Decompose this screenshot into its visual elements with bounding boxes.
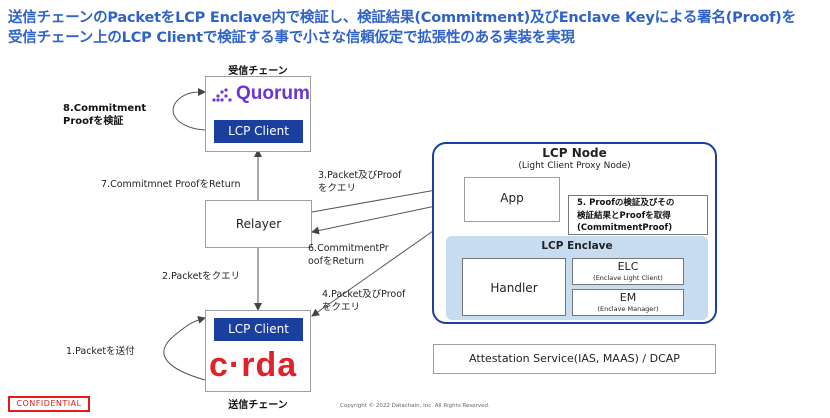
step8-label: 8.Commitment Proofを検証 bbox=[63, 103, 147, 127]
relayer-box: Relayer bbox=[205, 200, 312, 248]
em-sublabel: (Enclave Manager) bbox=[597, 305, 659, 313]
elc-label: ELC bbox=[617, 260, 639, 273]
send-chain-box: LCP Client c·rda bbox=[205, 310, 311, 392]
corda-logo: c·rda bbox=[209, 346, 298, 384]
step1-label: 1.Packetを送付 bbox=[66, 346, 135, 357]
elc-sublabel: (Enclave Light Client) bbox=[593, 274, 663, 282]
step6-label: 6.CommitmentPr oofをReturn bbox=[308, 243, 389, 267]
step3-label: 3.Packet及びProof をクエリ bbox=[318, 170, 402, 194]
quorum-dots-icon bbox=[212, 88, 232, 102]
em-box: EM (Enclave Manager) bbox=[572, 289, 684, 316]
lcp-node-title: LCP Node bbox=[542, 146, 607, 160]
quorum-wordmark: Quorum bbox=[236, 83, 310, 104]
receive-chain-box: Quorum LCP Client bbox=[205, 76, 311, 152]
send-lcp-client: LCP Client bbox=[214, 318, 303, 341]
receive-lcp-client: LCP Client bbox=[214, 120, 303, 143]
step5-callout: 5. Proofの検証及びその 検証結果とProofを取得 (Commitmen… bbox=[568, 195, 708, 235]
em-label: EM bbox=[619, 291, 637, 304]
step2-label: 2.Packetをクエリ bbox=[162, 271, 241, 282]
page-title: 送信チェーンのPacketをLCP Enclave内で検証し、検証結果(Comm… bbox=[8, 10, 796, 46]
arrow-1 bbox=[163, 315, 206, 381]
elc-box: ELC (Enclave Light Client) bbox=[572, 258, 684, 285]
step4-label: 4.Packet及びProof をクエリ bbox=[322, 289, 406, 313]
confidential-badge: CONFIDENTIAL bbox=[8, 396, 90, 412]
send-chain-label: 送信チェーン bbox=[228, 400, 288, 411]
handler-box: Handler bbox=[462, 258, 566, 316]
step7-label: 7.Commitmnet ProofをReturn bbox=[101, 179, 241, 190]
app-box: App bbox=[464, 177, 560, 222]
copyright-text: Copyright © 2022 Datachain, Inc. All Rig… bbox=[340, 403, 490, 409]
lcp-node-subtitle: (Light Client Proxy Node) bbox=[518, 161, 631, 171]
arrow-8 bbox=[172, 88, 206, 131]
lcp-enclave-title: LCP Enclave bbox=[541, 240, 613, 252]
receive-chain-label: 受信チェーン bbox=[228, 66, 288, 77]
quorum-logo: Quorum bbox=[211, 83, 310, 107]
step5-label: 5. Proofの検証及びその 検証結果とProofを取得 (Commitmen… bbox=[577, 198, 675, 233]
attestation-box: Attestation Service(IAS, MAAS) / DCAP bbox=[433, 344, 716, 374]
